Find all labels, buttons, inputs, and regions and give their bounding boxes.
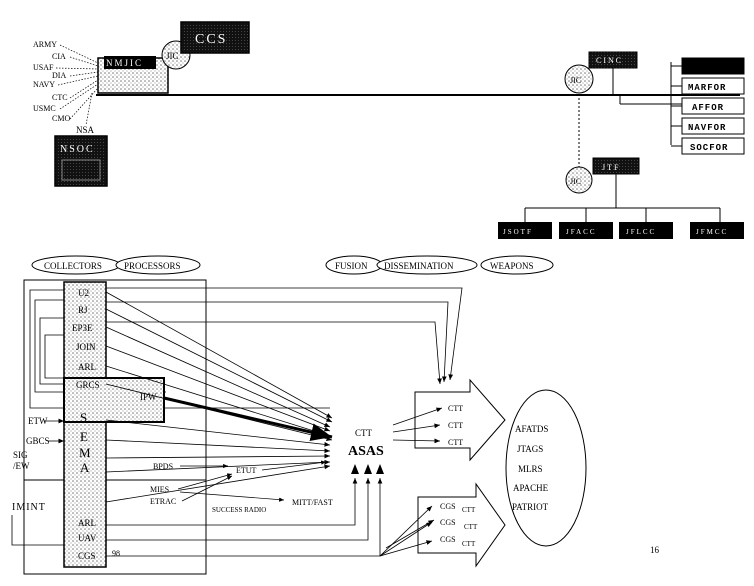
label-mies: MIES <box>150 485 169 494</box>
ctt-1: CTT <box>448 404 463 413</box>
ipw-box <box>63 377 165 423</box>
nsa-label: NSA <box>76 125 95 135</box>
sensor-ipw: IPW <box>140 392 157 402</box>
component-socfor: SOCFOR <box>690 143 728 153</box>
cgs-arrow <box>417 482 506 568</box>
asas-label: ASAS <box>348 444 384 459</box>
svg-text:M: M <box>79 445 91 460</box>
top-hierarchy: ARMY CIA USAF DIA NAVY CTC USMC CMO NMJI… <box>33 21 745 239</box>
label-etrac: ETRAC <box>150 497 176 506</box>
sensor-grcs: GRCS <box>76 380 100 390</box>
component-affor: AFFOR <box>692 103 724 113</box>
sensor-list: U2 RJ EP3E JOIN ARL GRCS IPW <box>72 288 157 402</box>
oval-weapons: WEAPONS <box>490 261 534 271</box>
nmjic-label: NMJIC <box>106 58 143 68</box>
nsa-box <box>54 135 108 187</box>
oval-dissemination: DISSEMINATION <box>384 261 454 271</box>
weapon-apache: APACHE <box>513 483 549 493</box>
cgs-ctt-2: CTT <box>464 523 478 531</box>
label-gbcs: GBCS <box>26 436 50 446</box>
cinc-circle <box>564 64 594 94</box>
ctt-2: CTT <box>448 421 463 430</box>
svg-text:JIC: JIC <box>570 76 581 85</box>
cgs-1: CGS <box>440 502 456 511</box>
weapon-patriot: PATRIOT <box>512 502 549 512</box>
sub-jflcc: JFLCC <box>626 228 656 236</box>
weapon-afatds: AFATDS <box>515 424 548 434</box>
agency-navy: NAVY <box>33 80 55 89</box>
cgs-2: CGS <box>440 518 456 527</box>
weapon-mlrs: MLRS <box>518 464 543 474</box>
weapon-jtags: JTAGS <box>517 444 543 454</box>
label-etw: ETW <box>28 416 48 426</box>
weapons-ellipse <box>505 389 587 547</box>
ctt-3: CTT <box>448 438 463 447</box>
component-navfor: NAVFOR <box>688 123 726 133</box>
ccs-label: CCS <box>195 32 227 47</box>
label-sig: SIG <box>13 450 28 460</box>
agency-dia: DIA <box>52 71 66 80</box>
component-marfor: MARFOR <box>688 83 726 93</box>
sub-jsotf: JSOTF <box>503 228 533 236</box>
label-ew: /EW <box>13 461 30 471</box>
cinc-label: CINC <box>596 56 623 65</box>
agency-cia: CIA <box>52 52 66 61</box>
sensor-rj: RJ <box>78 305 88 315</box>
intermediate-nodes: BPDS ETUT MIES ETRAC SUCCESS RADIO MITT/… <box>150 460 333 514</box>
cgs-ctt-3: CTT <box>462 540 476 548</box>
lower-sensors: ARL UAV CGS 98 <box>78 518 120 561</box>
label-success-radio: SUCCESS RADIO <box>212 506 266 514</box>
processor-column <box>63 281 107 568</box>
svg-text:JIC: JIC <box>570 177 581 186</box>
svg-text:UAV: UAV <box>78 533 97 543</box>
svg-text:S: S <box>80 410 87 425</box>
svg-text:ARL: ARL <box>78 518 96 528</box>
label-bpds: BPDS <box>153 462 173 471</box>
svg-text:A: A <box>80 460 90 475</box>
jtf-label: JTF <box>602 163 620 172</box>
svg-text:98: 98 <box>112 549 120 558</box>
sub-jfacc: JFACC <box>566 228 597 236</box>
sensor-arl: ARL <box>78 362 96 372</box>
ctt-arrow <box>414 378 506 462</box>
semma-letters: S E M A <box>79 410 91 475</box>
cgs-ctt-1: CTT <box>462 506 476 514</box>
jtf-circle <box>565 166 593 194</box>
svg-text:NSOC: NSOC <box>60 144 95 155</box>
agency-usmc: USMC <box>33 104 56 113</box>
jic-label: JIC <box>166 51 179 61</box>
label-mitt-fast: MITT/FAST <box>292 498 333 507</box>
sub-jfmcc: JFMCC <box>696 228 728 236</box>
sensor-ep3e: EP3E <box>72 323 93 333</box>
oval-collectors: COLLECTORS <box>44 261 102 271</box>
label-etut: ETUT <box>236 466 257 475</box>
agency-cmo: CMO <box>52 114 70 123</box>
agency-usaf: USAF <box>33 63 54 72</box>
subordinate-commands: JSOTF JFACC JFLCC JFMCC <box>498 208 744 239</box>
page-number: 16 <box>650 545 660 555</box>
svg-text:CGS: CGS <box>78 551 96 561</box>
asas-ctt: CTT <box>355 428 373 438</box>
component-list: MARFOR AFFOR NAVFOR SOCFOR <box>671 65 745 155</box>
svg-text:E: E <box>80 429 88 444</box>
oval-fusion: FUSION <box>335 261 368 271</box>
agency-ctc: CTC <box>52 93 68 102</box>
cgs-3: CGS <box>440 535 456 544</box>
sensor-u2: U2 <box>78 288 89 298</box>
ccs-box <box>180 21 250 54</box>
bottom-flow: COLLECTORS PROCESSORS FUSION DISSEMINATI… <box>11 255 660 575</box>
sensor-join: JOIN <box>76 342 96 352</box>
oval-processors: PROCESSORS <box>124 261 181 271</box>
agency-army: ARMY <box>33 40 57 49</box>
label-imint: IMINT <box>12 502 46 513</box>
